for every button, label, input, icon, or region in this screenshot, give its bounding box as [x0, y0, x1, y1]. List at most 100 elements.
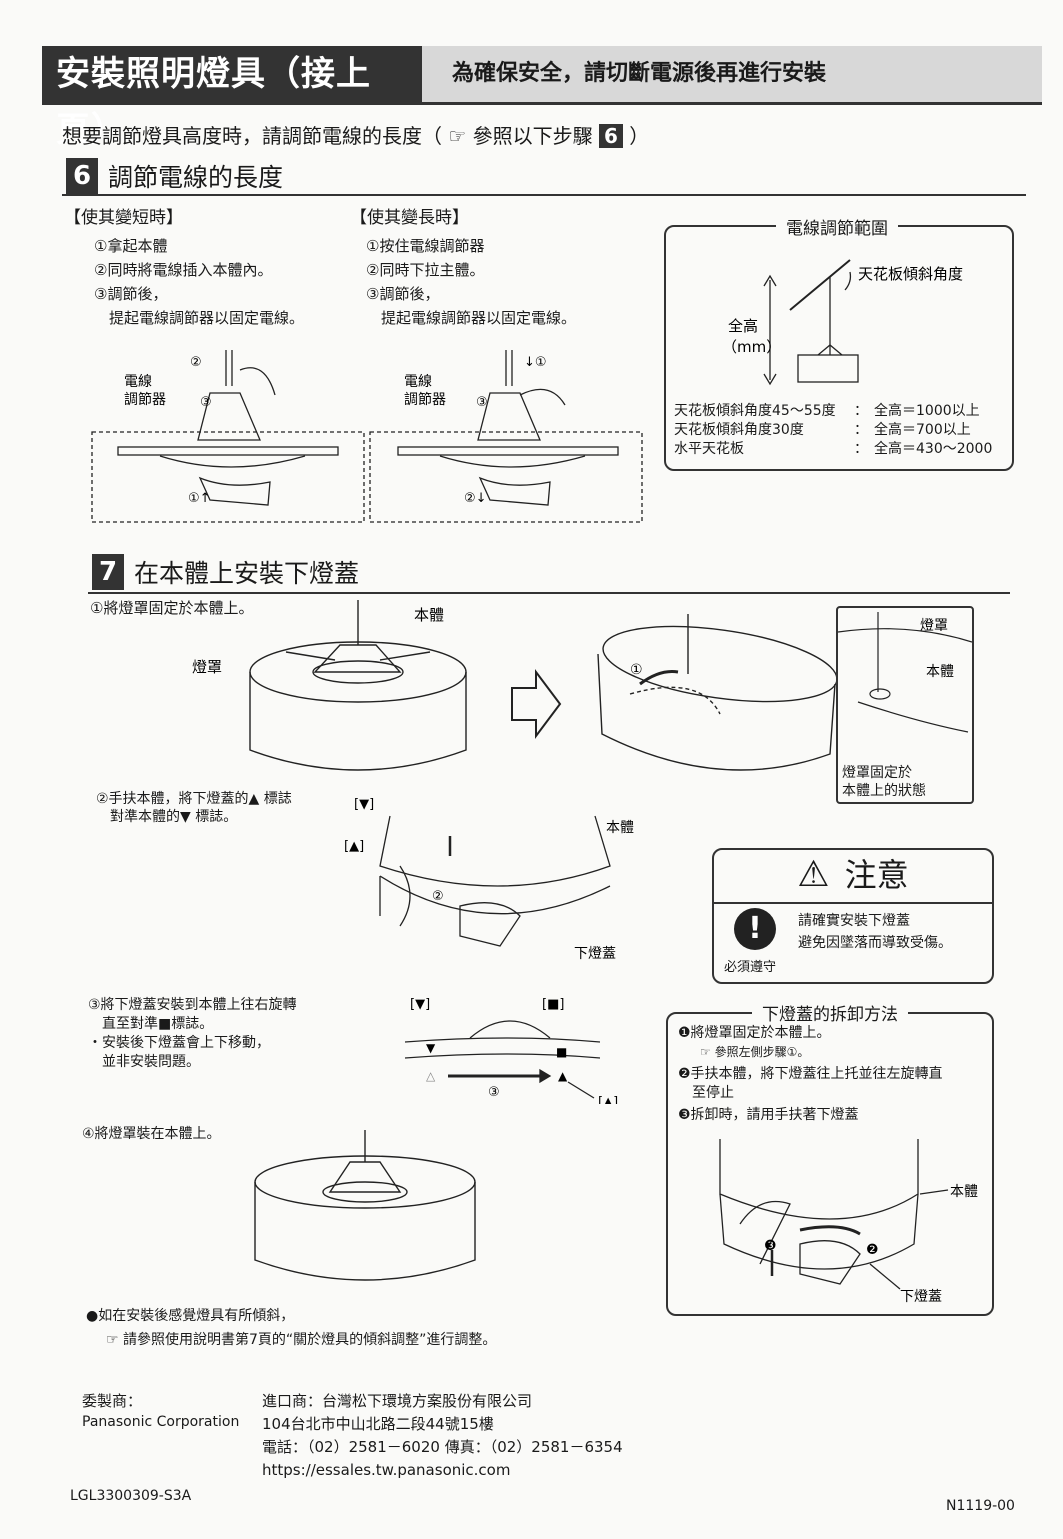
shorten-lamp-body	[159, 455, 306, 468]
cord-range-table: 天花板傾斜角度45～55度 ： 全高＝1000以上 天花板傾斜角度30度 ： 全…	[674, 402, 1004, 459]
cord-adjuster-label: 調節器	[124, 391, 166, 408]
shorten-hand	[239, 367, 276, 396]
caption-line: 本體上的狀態	[842, 783, 926, 799]
align-marks-figure: [▼] [▲] 本體 下燈蓋 ②	[344, 797, 634, 962]
shade-label: 燈罩	[920, 618, 948, 634]
shade-rotate-figure: ①	[597, 614, 838, 771]
lengthen-step: 提起電線調節器以固定電線。	[366, 309, 577, 327]
tilted-shade-side	[597, 653, 836, 771]
section-7-number: 7	[92, 554, 124, 590]
arrowhead-icon	[539, 1068, 552, 1084]
note-line: ●如在安裝後感覺燈具有所傾斜，	[86, 1308, 295, 1324]
step-line: ②手扶本體，將下燈蓋的▲ 標誌	[96, 791, 292, 807]
pointing-hand-icon: ☞	[106, 1332, 119, 1348]
shade-label: 燈罩	[192, 658, 222, 676]
intro-line: 想要調節燈具高度時，請調節電線的長度（ ☞ 參照以下步驟 6 ）	[62, 120, 649, 149]
final-assembly-figure	[254, 1130, 476, 1281]
caution-header: ⚠ 注意	[714, 850, 992, 904]
range-row-value: 全高＝1000以上	[874, 403, 980, 419]
importer-url: https://essales.tw.panasonic.com	[262, 1461, 511, 1479]
cord-adjust-figures: 電線 調節器 電線 調節器 ② ③ ①↑ ↓① ③ ②↓	[91, 350, 643, 523]
tilt-note: ●如在安裝後感覺燈具有所傾斜， ☞ 請參照使用說明書第7頁的“關於燈具的傾斜調整…	[86, 1304, 496, 1352]
shade-fixed-detail: 燈罩 本體	[838, 612, 972, 733]
must-follow-label: 必須遵守	[724, 960, 777, 975]
rotation-arrow-icon	[639, 670, 679, 686]
body-ring	[312, 660, 404, 684]
right-arrow-icon	[511, 669, 562, 739]
intro-close: ）	[629, 124, 650, 148]
lengthen-step: ②同時下拉主體。	[366, 261, 485, 279]
body-edge-detail	[857, 701, 969, 733]
caution-title: 注意	[844, 856, 909, 894]
cord-range-title: 電線調節範圍	[776, 214, 898, 239]
total-height-unit: （mm）	[722, 338, 781, 356]
section-6-divider	[62, 194, 1026, 196]
tilt-angle-arc	[844, 271, 852, 291]
shorten-instructions: 【使其變短時】 ①拿起本體 ②同時將電線插入本體內。 ③調節後， 提起電線調節器…	[64, 206, 304, 330]
lengthen-heading: 【使其變長時】	[350, 208, 469, 228]
mark-up-label: [▲]	[598, 1095, 618, 1104]
lower-cover-label: 下燈蓋	[900, 1289, 942, 1305]
shorten-step: 提起電線調節器以固定電線。	[94, 309, 305, 327]
removal-steps: ❶將燈罩固定於本體上。 ☞ 參照左側步驟①。 ❷手扶本體，將下燈蓋往上托並往左旋…	[678, 1024, 943, 1125]
shorten-step: ③調節後，	[94, 285, 168, 303]
cord-adjuster-label: 電線	[124, 374, 152, 390]
caption-line: 燈罩固定於	[842, 765, 912, 781]
section-7-divider	[88, 592, 1010, 594]
body-cone	[328, 1161, 402, 1193]
importer-info: 進口商：台灣松下環境方案股份有限公司 104台北市中山北路二段44號15樓 電話…	[262, 1390, 623, 1482]
section-6-title: 調節電線的長度	[108, 163, 284, 192]
range-row: 天花板傾斜角度30度 ： 全高＝700以上	[674, 422, 971, 438]
total-height-label: 全高	[728, 317, 758, 335]
mark-up-label: [▲]	[344, 839, 364, 854]
body-label: 本體	[414, 606, 444, 624]
shorten-lower-hand	[198, 476, 271, 506]
step-line: ・安裝後下燈蓋會上下移動，	[88, 1035, 270, 1051]
body-outline	[719, 1139, 919, 1220]
step-line: 對準本體的▼ 標誌。	[96, 809, 238, 825]
body-cone	[313, 644, 402, 673]
lengthen-figure-frame	[369, 431, 643, 523]
warning-triangle-icon: ⚠	[797, 854, 830, 895]
importer-phone: 電話：（02）2581－6020 傳真：（02）2581－6354	[262, 1438, 623, 1456]
step-line: 並非安裝問題。	[88, 1054, 200, 1070]
shorten-figure-frame	[91, 431, 365, 523]
note-line: 請參照使用說明書第7頁的“關於燈具的傾斜調整”進行調整。	[123, 1332, 497, 1348]
step-1-marker: ①↑	[188, 491, 211, 506]
intro-ref: 參照以下步驟	[472, 124, 593, 148]
shorten-body-cone	[197, 392, 261, 441]
cord-splay	[817, 344, 843, 356]
removal-box	[666, 1012, 994, 1316]
shorten-heading: 【使其變短時】	[64, 208, 183, 228]
revision-code: N1119-00	[946, 1498, 1015, 1514]
page-title: 安裝照明燈具（接上頁）	[42, 46, 422, 150]
up-triangle-mark: ▲	[558, 1069, 568, 1083]
shade-fixed-caption: 燈罩固定於 本體上的狀態	[842, 764, 926, 800]
cover-rim	[404, 1053, 601, 1059]
step-2-marker: ②	[190, 355, 202, 370]
up-triangle-ghost-mark: △	[426, 1069, 436, 1083]
removal-step: ❷手扶本體，將下燈蓋往上托並往左旋轉直	[678, 1066, 943, 1082]
shorten-ceiling-plate	[117, 446, 339, 456]
shorten-cord	[225, 350, 233, 386]
step-badge: 6	[599, 124, 623, 148]
hand-right	[799, 1240, 861, 1285]
pointing-hand-icon: ☞	[448, 124, 467, 148]
shade-strut	[285, 651, 336, 661]
step-2-marker: ❷	[866, 1242, 879, 1258]
shade-strut	[379, 651, 431, 661]
mark-leader	[567, 1081, 595, 1099]
body-fixture-detail	[869, 688, 891, 700]
step-3-marker: ③	[476, 395, 488, 410]
lengthen-lamp-body	[439, 455, 586, 468]
removal-step: ❶將燈罩固定於本體上。	[678, 1025, 831, 1041]
cord-adjuster-label: 電線	[404, 374, 432, 390]
range-row: 水平天花板 ： 全高＝430～2000	[674, 441, 993, 457]
body-leader	[919, 1189, 949, 1195]
mark-down-label: [▼]	[354, 797, 374, 812]
cord-range-diagram: 天花板傾斜角度 全高 （mm）	[722, 259, 963, 386]
rotate-to-mark-figure: ▼ ■ △ ▲ ③ [▼] [■] [▲]	[404, 997, 618, 1104]
step-1-marker: ①	[630, 662, 643, 678]
body-rim	[404, 1037, 601, 1043]
body-dome	[469, 1020, 551, 1039]
